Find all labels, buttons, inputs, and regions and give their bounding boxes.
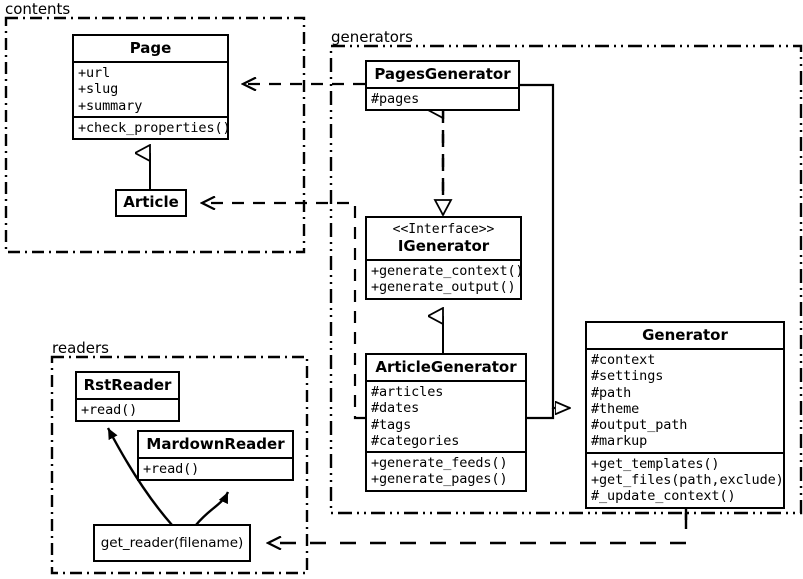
class-box-article[interactable]: Article — [115, 189, 187, 217]
class-attribute: #markup — [591, 433, 648, 450]
class-attribute: #context — [591, 352, 656, 368]
class-box-pagesgenerator[interactable]: PagesGenerator #pages — [365, 60, 520, 112]
class-attribute: +slug — [78, 81, 119, 98]
class-attribute: #path — [591, 384, 632, 401]
class-box-page[interactable]: Page +url +slug +summary +check_properti… — [72, 34, 231, 141]
package-label-readers: readers — [52, 339, 109, 357]
class-box-generator[interactable]: Generator #context #settings #path #them… — [585, 321, 785, 509]
class-name-generator: Generator — [642, 326, 728, 344]
class-name-mardownreader: MardownReader — [146, 435, 285, 453]
edge-articlegenerator-to-article — [202, 203, 365, 420]
class-name-page: Page — [129, 39, 172, 57]
class-attribute: #theme — [591, 400, 640, 417]
edge-articlegenerator-to-generator — [527, 408, 555, 420]
class-name-articlegenerator: ArticleGenerator — [375, 358, 517, 376]
class-attributes-generator: #context #settings #path #theme #output_… — [587, 348, 783, 452]
class-box-rstreader[interactable]: RstReader +read() — [75, 371, 180, 423]
class-name-pagesgenerator: PagesGenerator — [374, 65, 511, 83]
edge-generator-to-get-reader — [268, 513, 688, 543]
class-attribute: #output_path — [591, 417, 688, 434]
class-method: +generate_feeds() — [371, 455, 508, 472]
class-attribute: #articles — [371, 384, 444, 400]
class-method: +read() — [143, 461, 200, 477]
function-box-get-reader[interactable]: get_reader(filename) — [93, 524, 251, 562]
class-method: +generate_context() — [371, 263, 524, 279]
class-attributes-articlegenerator: #articles #dates #tags #categories — [367, 380, 525, 451]
class-method: +read() — [81, 402, 138, 418]
class-box-mardownreader[interactable]: MardownReader +read() — [137, 430, 294, 482]
class-box-articlegenerator[interactable]: ArticleGenerator #articles #dates #tags … — [365, 353, 527, 492]
class-attribute: +summary — [78, 97, 143, 114]
class-method: +generate_output() — [371, 279, 516, 296]
class-methods-generator: +get_templates() +get_files(path,exclude… — [587, 451, 784, 507]
class-attribute: #settings — [591, 368, 664, 385]
function-name-get-reader: get_reader(filename) — [100, 535, 244, 551]
class-method: +check_properties() — [78, 119, 231, 136]
class-name-article: Article — [123, 193, 179, 211]
class-method: +get_files(path,exclude) — [591, 472, 784, 489]
package-label-contents: contents — [5, 0, 71, 18]
package-label-generators: generators — [331, 28, 413, 46]
class-methods-igenerator: +generate_context() +generate_output() — [367, 259, 524, 298]
class-attributes-page: +url +slug +summary — [74, 61, 227, 116]
class-method: +get_templates() — [591, 455, 720, 472]
class-method: #_update_context() — [591, 488, 736, 505]
edge-pagesgenerator-to-generator — [520, 83, 570, 408]
class-attribute: +url — [78, 65, 111, 81]
class-methods-articlegenerator: +generate_feeds() +generate_pages() — [367, 451, 525, 490]
class-attribute: #categories — [371, 432, 460, 449]
class-stereotype-igenerator: <<Interface>> — [392, 222, 495, 237]
class-method: +generate_pages() — [371, 471, 508, 488]
class-attributes-pagesgenerator: #pages — [367, 87, 518, 109]
class-attribute: #dates — [371, 400, 420, 417]
class-methods-rstreader: +read() — [77, 398, 178, 420]
edge-get-reader-to-mardownreader — [195, 491, 230, 526]
class-methods-page: +check_properties() — [74, 115, 231, 138]
arrowhead-igenerator-top — [433, 199, 453, 217]
class-attribute: #pages — [371, 91, 420, 107]
class-attribute: #tags — [371, 416, 412, 433]
class-name-igenerator: IGenerator — [397, 237, 490, 255]
class-box-igenerator[interactable]: <<Interface>> IGenerator +generate_conte… — [365, 216, 524, 300]
class-methods-mardownreader: +read() — [139, 457, 292, 479]
class-name-rstreader: RstReader — [83, 376, 172, 394]
